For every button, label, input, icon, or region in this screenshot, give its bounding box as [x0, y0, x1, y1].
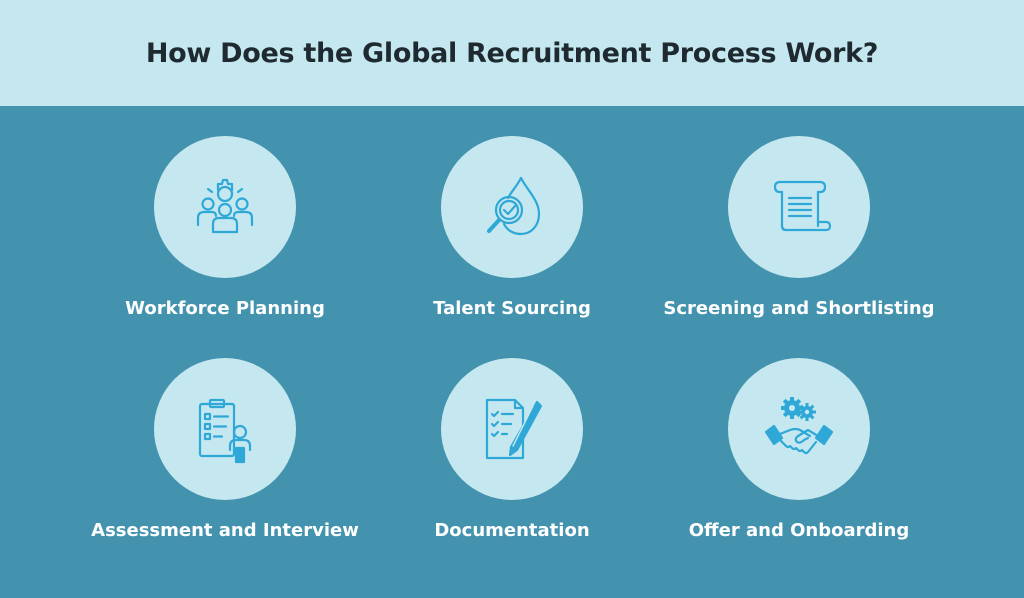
process-grid: Workforce Planning Talent Sourcing	[0, 106, 1024, 598]
page-title: How Does the Global Recruitment Process …	[145, 37, 879, 69]
document-pen-icon	[485, 398, 543, 460]
step-label: Assessment and Interview	[91, 520, 359, 541]
step-circle	[154, 358, 296, 500]
step-assessment-interview: Assessment and Interview	[75, 358, 375, 541]
step-label: Offer and Onboarding	[688, 520, 910, 541]
magnifier-drop-icon	[487, 176, 541, 236]
handshake-gears-icon	[764, 397, 834, 455]
header-banner: How Does the Global Recruitment Process …	[0, 0, 1024, 106]
team-gear-icon	[196, 178, 254, 234]
step-screening-shortlisting: Screening and Shortlisting	[649, 136, 949, 319]
step-talent-sourcing: Talent Sourcing	[362, 136, 662, 319]
step-label: Workforce Planning	[125, 298, 325, 319]
step-offer-onboarding: Offer and Onboarding	[649, 358, 949, 541]
step-label: Documentation	[434, 520, 590, 541]
step-circle	[728, 136, 870, 278]
step-documentation: Documentation	[362, 358, 662, 541]
step-workforce-planning: Workforce Planning	[75, 136, 375, 319]
scroll-icon	[773, 180, 832, 232]
step-circle	[154, 136, 296, 278]
clipboard-person-icon	[198, 398, 252, 464]
step-circle	[441, 136, 583, 278]
step-circle	[441, 358, 583, 500]
step-circle	[728, 358, 870, 500]
step-label: Talent Sourcing	[433, 298, 591, 319]
step-label: Screening and Shortlisting	[663, 298, 935, 319]
